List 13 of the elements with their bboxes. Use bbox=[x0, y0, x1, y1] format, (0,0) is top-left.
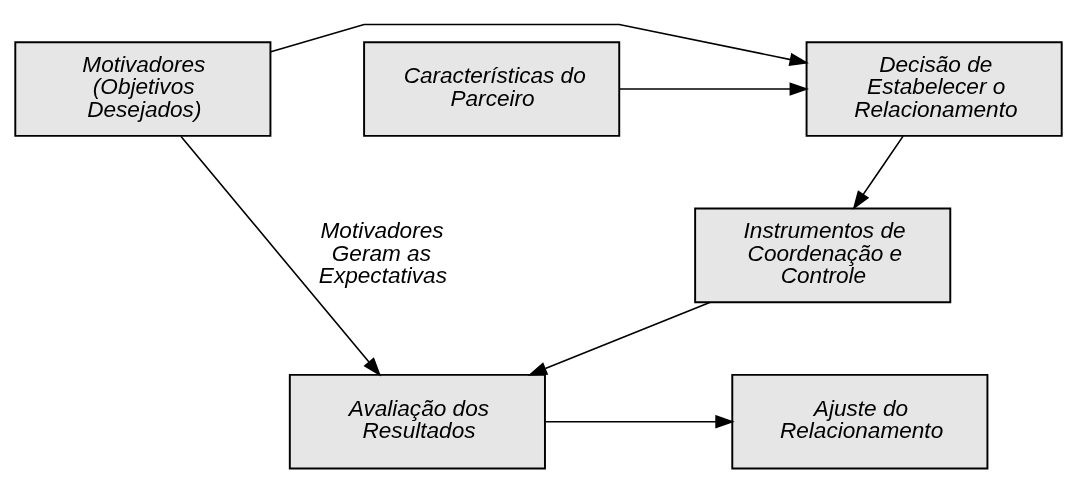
node-box: Instrumentos de Coordenação e Controle bbox=[694, 207, 952, 303]
node-box: Motivadores (Objetivos Desejados) bbox=[14, 40, 272, 137]
arrow bbox=[618, 81, 809, 96]
arrow bbox=[180, 135, 382, 377]
arrow bbox=[544, 414, 735, 428]
arrow bbox=[852, 134, 904, 210]
node-box: Características do Parceiro bbox=[363, 40, 621, 137]
node-box: Avaliação dos Resultados bbox=[288, 373, 546, 469]
arrow bbox=[270, 23, 809, 66]
edge-label: Motivadores Geram as Expectativas bbox=[318, 217, 447, 288]
node-box: Decisão de Estabelecer o Relacionamento bbox=[805, 40, 1063, 137]
arrow bbox=[527, 300, 712, 376]
node-box: Ajuste do Relacionamento bbox=[731, 373, 989, 469]
